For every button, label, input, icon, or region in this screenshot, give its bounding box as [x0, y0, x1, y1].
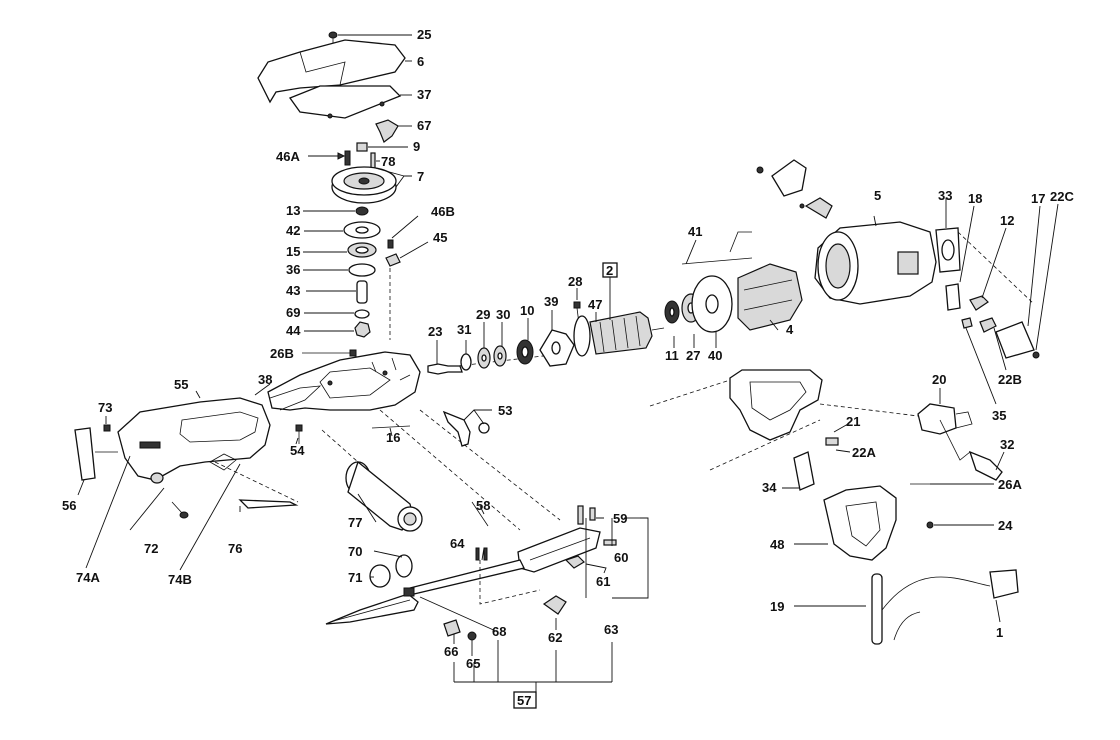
label-60: 60	[614, 550, 628, 565]
gear-housing	[267, 340, 463, 411]
handle-assembly	[649, 369, 1019, 645]
label-67: 67	[417, 118, 431, 133]
label-19: 19	[770, 599, 784, 614]
callout-box-2	[602, 262, 618, 278]
part-labels: 25 6 37 67 9 46A 78 7 13 46B 42 45 15 36…	[62, 27, 1074, 708]
motor-housing	[756, 159, 1040, 359]
label-29: 29	[476, 307, 490, 322]
label-39: 39	[544, 294, 558, 309]
label-44: 44	[286, 323, 301, 338]
label-72: 72	[144, 541, 158, 556]
label-22C: 22C	[1050, 189, 1074, 204]
label-38: 38	[258, 372, 272, 387]
label-35: 35	[992, 408, 1006, 423]
label-27: 27	[686, 348, 700, 363]
blade-plunger-assembly	[325, 409, 617, 641]
label-63: 63	[604, 622, 618, 637]
label-47: 47	[588, 297, 602, 312]
label-73: 73	[98, 400, 112, 415]
label-36: 36	[286, 262, 300, 277]
label-46B: 46B	[431, 204, 455, 219]
label-1: 1	[996, 625, 1003, 640]
label-10: 10	[520, 303, 534, 318]
label-77: 77	[348, 515, 362, 530]
label-7: 7	[417, 169, 424, 184]
label-65: 65	[466, 656, 480, 671]
label-70: 70	[348, 544, 362, 559]
label-43: 43	[286, 283, 300, 298]
label-28: 28	[568, 274, 582, 289]
label-18: 18	[968, 191, 982, 206]
gear-cover-assembly	[257, 31, 429, 340]
label-62: 62	[548, 630, 562, 645]
label-74A: 74A	[76, 570, 100, 585]
label-21: 21	[846, 414, 860, 429]
label-34: 34	[762, 480, 777, 495]
label-48: 48	[770, 537, 784, 552]
label-57: 57	[517, 693, 531, 708]
label-30: 30	[496, 307, 510, 322]
label-55: 55	[174, 377, 188, 392]
label-69: 69	[286, 305, 300, 320]
label-31: 31	[457, 322, 471, 337]
label-78: 78	[381, 154, 395, 169]
label-40: 40	[708, 348, 722, 363]
label-11: 11	[665, 348, 679, 363]
label-41: 41	[688, 224, 702, 239]
label-68: 68	[492, 624, 506, 639]
label-64: 64	[450, 536, 465, 551]
label-17: 17	[1031, 191, 1045, 206]
label-74B: 74B	[168, 572, 192, 587]
label-25: 25	[417, 27, 431, 42]
label-37: 37	[417, 87, 431, 102]
label-42: 42	[286, 223, 300, 238]
armature-assembly	[457, 231, 803, 371]
label-71: 71	[348, 570, 362, 585]
label-45: 45	[433, 230, 447, 245]
label-46A: 46A	[276, 149, 300, 164]
label-22B: 22B	[998, 372, 1022, 387]
label-59: 59	[613, 511, 627, 526]
label-23: 23	[428, 324, 442, 339]
label-56: 56	[62, 498, 76, 513]
label-53: 53	[498, 403, 512, 418]
label-54: 54	[290, 443, 305, 458]
label-13: 13	[286, 203, 300, 218]
label-4: 4	[786, 322, 794, 337]
label-2: 2	[606, 263, 613, 278]
label-33: 33	[938, 188, 952, 203]
label-24: 24	[998, 518, 1013, 533]
label-32: 32	[1000, 437, 1014, 452]
label-66: 66	[444, 644, 458, 659]
label-16: 16	[386, 430, 400, 445]
label-61: 61	[596, 574, 610, 589]
label-12: 12	[1000, 213, 1014, 228]
label-58: 58	[476, 498, 490, 513]
label-76: 76	[228, 541, 242, 556]
label-22A: 22A	[852, 445, 876, 460]
label-6: 6	[417, 54, 424, 69]
label-5: 5	[874, 188, 881, 203]
leader-lines	[77, 198, 1059, 692]
callout-box-57	[513, 691, 537, 709]
label-26A: 26A	[998, 477, 1022, 492]
label-20: 20	[932, 372, 946, 387]
label-26B: 26B	[270, 346, 294, 361]
label-15: 15	[286, 244, 300, 259]
label-9: 9	[413, 139, 420, 154]
